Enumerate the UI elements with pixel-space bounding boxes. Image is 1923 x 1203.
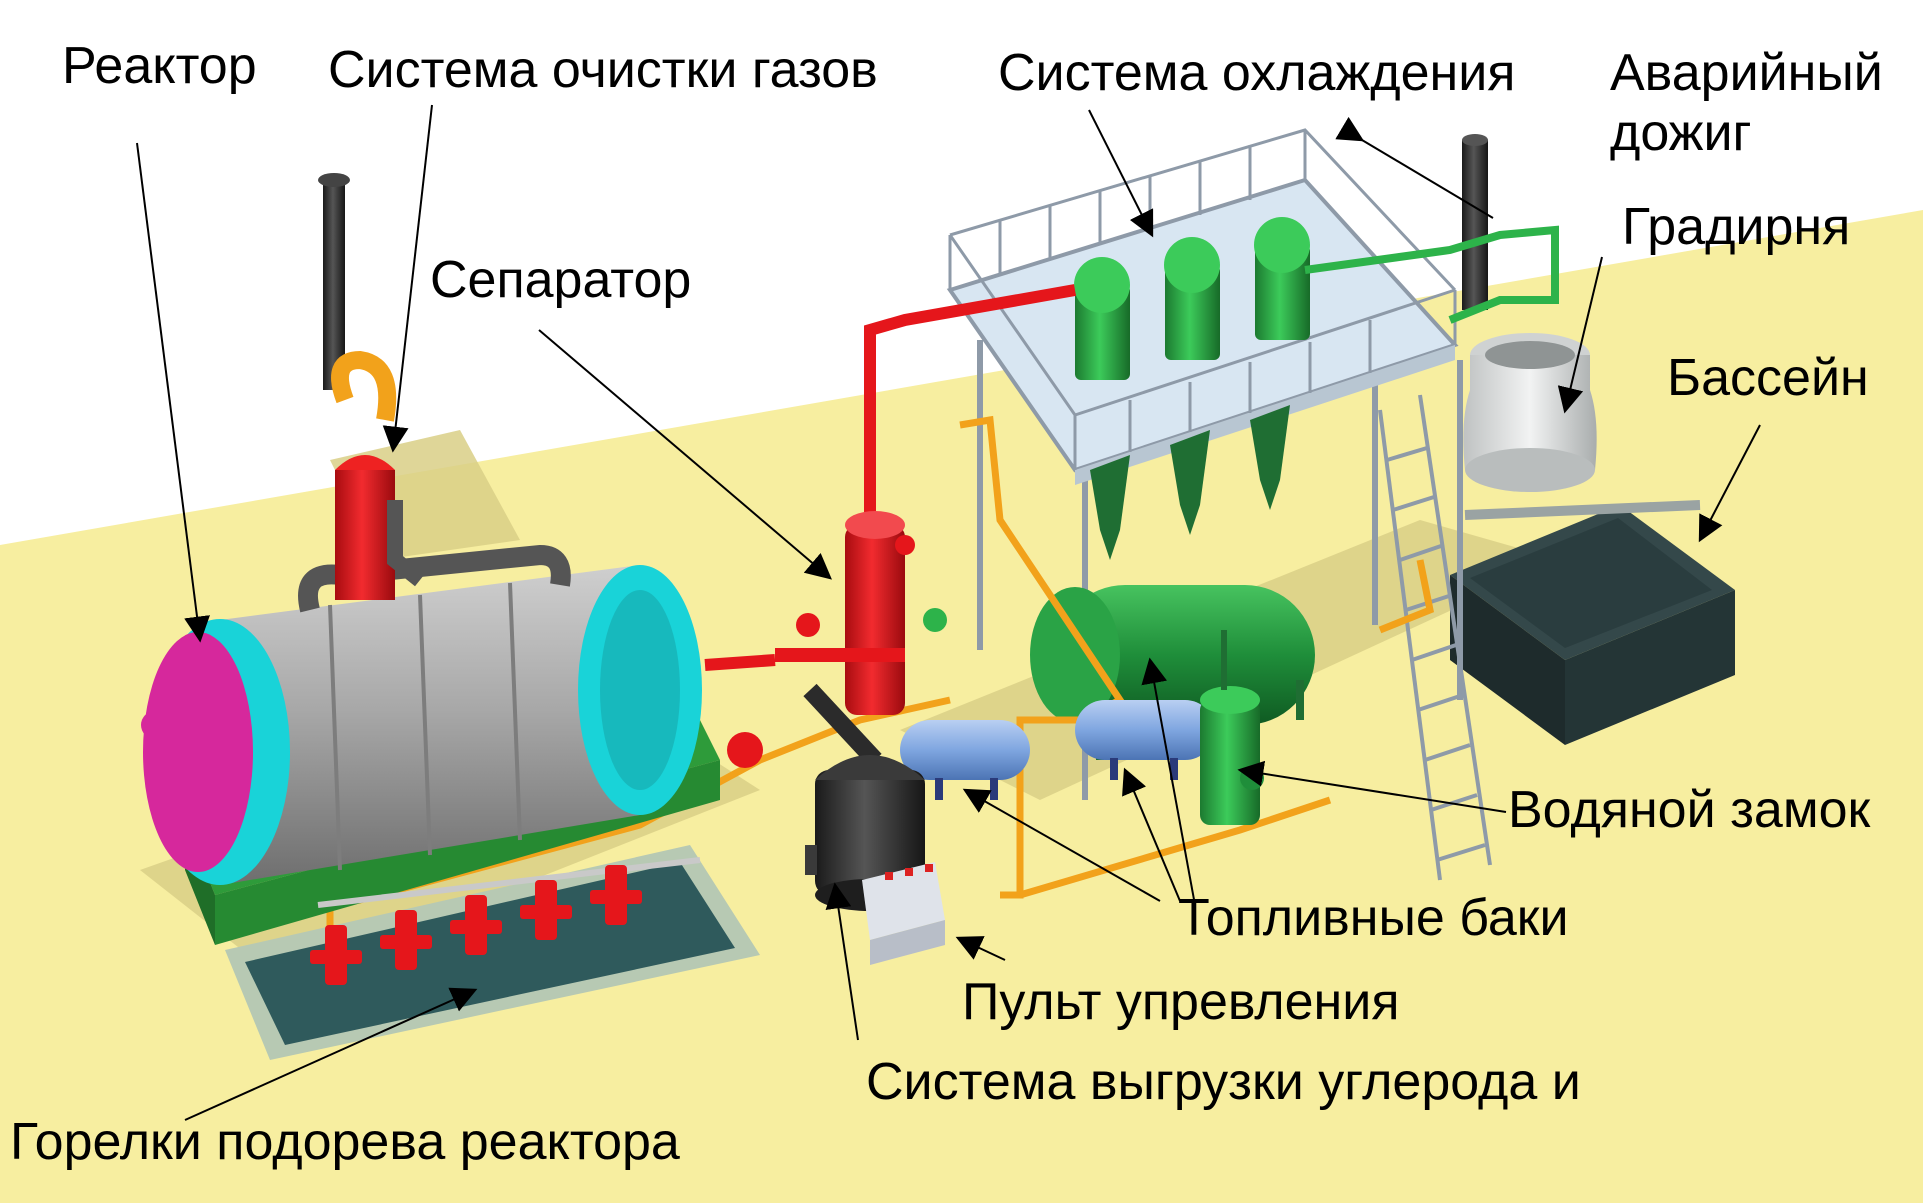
pointer-cooling-system — [1088, 109, 1154, 238]
pointer-gas-cleaning — [382, 104, 433, 453]
blue-fuel-tanks — [900, 700, 1215, 800]
reactor-drum — [141, 544, 763, 885]
flare-stack — [1462, 134, 1488, 310]
pointer-fuel-tanks-3 — [1141, 657, 1196, 906]
pointer-water-seal — [1237, 760, 1507, 813]
pointer-carbon-unloading — [825, 882, 859, 1041]
label-pool: Бассейн — [1667, 349, 1869, 407]
control-panel — [862, 862, 945, 965]
condensers — [1074, 217, 1310, 380]
label-cooling-system: Система охлаждения — [998, 44, 1516, 102]
pointer-flare — [1335, 116, 1494, 219]
gas-cleaning-column — [318, 173, 425, 600]
separator-vessel — [704, 511, 947, 715]
green-pipe — [1304, 225, 1559, 324]
burners — [310, 857, 701, 985]
pointer-burners — [184, 987, 478, 1121]
pointer-pool — [1698, 424, 1761, 543]
label-cooling-tower: Градирня — [1622, 198, 1851, 256]
staircase — [1378, 394, 1492, 881]
pointer-fuel-tanks-2 — [1122, 767, 1181, 902]
label-water-seal: Водяной замок — [1508, 781, 1871, 839]
label-emergency-flare: Аварийный дожиг — [1610, 44, 1883, 162]
label-reactor: Реактор — [62, 37, 257, 95]
label-carbon-unloading: Система выгрузки углерода и — [866, 1053, 1581, 1111]
label-burners: Горелки подорева реактора — [10, 1113, 680, 1171]
pointer-separator — [538, 329, 832, 580]
pointer-reactor — [136, 142, 210, 643]
red-gas-pipe — [864, 284, 1077, 540]
pool — [1450, 505, 1735, 745]
cooling-tower — [1463, 333, 1701, 520]
condenser-funnels — [1090, 405, 1290, 560]
label-control-panel: Пульт упревления — [962, 973, 1400, 1031]
pointer-control-panel-b — [955, 936, 1006, 961]
label-pointers — [136, 104, 1761, 1121]
pointer-cooling-tower — [1557, 256, 1603, 414]
label-gas-cleaning: Система очистки газов — [328, 41, 878, 99]
label-fuel-tanks: Топливные баки — [1178, 889, 1569, 947]
label-separator: Сепаратор — [430, 251, 692, 309]
pointer-fuel-tanks-1 — [962, 788, 1161, 902]
